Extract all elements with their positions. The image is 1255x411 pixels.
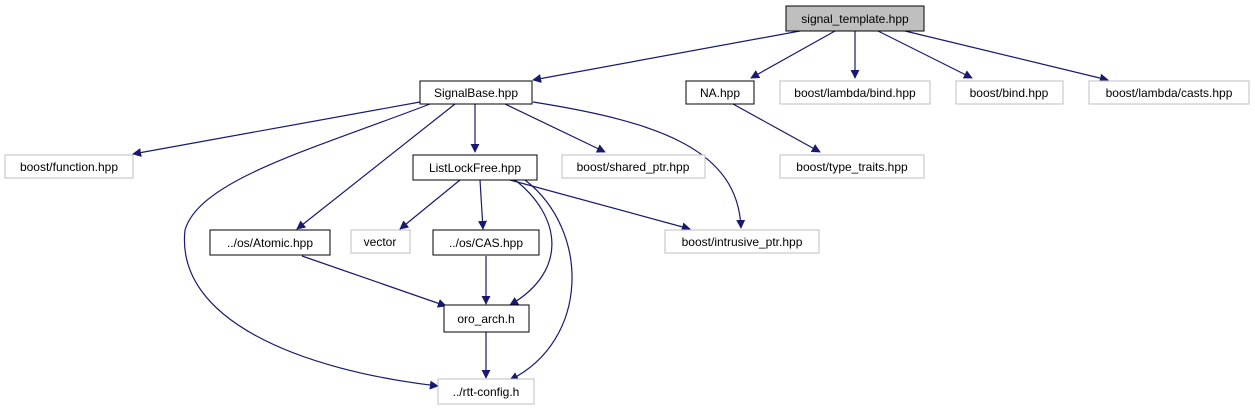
node-oro-arch[interactable]: oro_arch.h — [443, 304, 530, 333]
edge-signalbase-to-intrusive-ptr — [532, 101, 746, 229]
edge-signal-template-to-signalbase — [532, 30, 801, 83]
node-label: boost/function.hpp — [20, 160, 118, 174]
node-lambda-casts[interactable]: boost/lambda/casts.hpp — [1088, 80, 1250, 105]
node-label: ../os/CAS.hpp — [449, 236, 523, 250]
edges — [132, 30, 1109, 390]
node-signalbase[interactable]: SignalBase.hpp — [419, 80, 533, 105]
edge-signalbase-to-os-atomic — [296, 103, 456, 230]
node-label: boost/intrusive_ptr.hpp — [682, 235, 803, 249]
edge-na-to-type-traits — [732, 103, 821, 153]
edge-signal-template-to-boost-bind — [877, 30, 973, 79]
node-label: oro_arch.h — [457, 312, 514, 326]
node-label: NA.hpp — [700, 86, 740, 100]
node-label: boost/type_traits.hpp — [796, 160, 908, 174]
node-type-traits[interactable]: boost/type_traits.hpp — [779, 154, 925, 179]
node-rtt-config[interactable]: ../rtt-config.h — [437, 378, 535, 405]
edge-signalbase-to-shared-ptr — [504, 103, 606, 153]
node-os-atomic[interactable]: ../os/Atomic.hpp — [209, 229, 331, 256]
node-listlockfree[interactable]: ListLockFree.hpp — [412, 154, 538, 181]
edge-os-atomic-to-oro-arch — [301, 255, 447, 308]
node-label: signal_template.hpp — [801, 12, 909, 26]
node-label: ListLockFree.hpp — [429, 161, 521, 175]
node-boost-function[interactable]: boost/function.hpp — [4, 154, 134, 179]
node-na[interactable]: NA.hpp — [685, 80, 755, 105]
node-label: boost/shared_ptr.hpp — [577, 160, 690, 174]
edge-listlockfree-to-rtt-config — [509, 179, 573, 381]
nodes: signal_template.hpp SignalBase.hpp NA.hp… — [4, 5, 1250, 405]
edge-signalbase-to-boost-function — [132, 101, 421, 157]
edge-listlockfree-to-os-cas — [478, 179, 487, 230]
node-signal-template[interactable]: signal_template.hpp — [785, 5, 925, 32]
edge-listlockfree-to-oro-arch — [509, 179, 553, 306]
edge-listlockfree-to-vector — [399, 179, 461, 230]
node-label: SignalBase.hpp — [434, 86, 518, 100]
node-shared-ptr[interactable]: boost/shared_ptr.hpp — [561, 154, 706, 179]
node-boost-bind[interactable]: boost/bind.hpp — [955, 80, 1064, 105]
node-label: boost/lambda/bind.hpp — [794, 86, 916, 100]
edge-signalbase-to-rtt-config — [183, 103, 439, 390]
node-intrusive-ptr[interactable]: boost/intrusive_ptr.hpp — [664, 229, 820, 254]
edge-listlockfree-to-intrusive-ptr — [509, 179, 691, 232]
node-label: ../os/Atomic.hpp — [227, 236, 313, 250]
edge-signal-template-to-na — [750, 30, 836, 79]
edge-signal-template-to-lambda-casts — [904, 30, 1109, 83]
node-label: ../rtt-config.h — [453, 385, 520, 399]
node-label: vector — [364, 235, 397, 249]
node-lambda-bind[interactable]: boost/lambda/bind.hpp — [779, 80, 931, 105]
node-vector[interactable]: vector — [350, 229, 411, 254]
node-label: boost/lambda/casts.hpp — [1106, 86, 1233, 100]
node-os-cas[interactable]: ../os/CAS.hpp — [432, 229, 540, 256]
node-label: boost/bind.hpp — [970, 86, 1049, 100]
